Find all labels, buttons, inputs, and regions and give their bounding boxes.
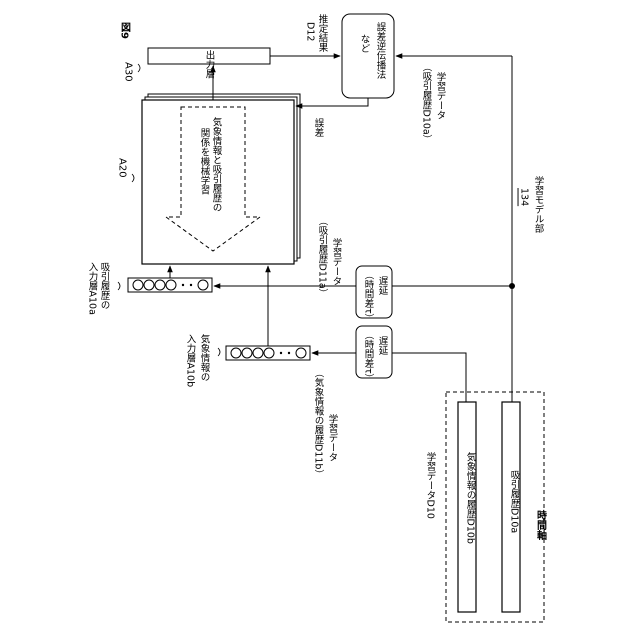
delay-a-line2: （時間差τ） [363,270,375,323]
suction-history-label: 吸引履歴D10a [509,470,521,533]
input-layer-b-line2: 入力層A10b [185,334,197,387]
input-b-node [253,348,263,358]
model-unit-line1: 学習モデル部 [533,175,545,234]
input-a-node [155,280,165,290]
input-b-node [264,348,274,358]
output-layer-ref: A30 [123,62,134,82]
input-layer-b-leader [218,348,220,356]
input-layer-a-line2: 入力層A10a [87,262,99,315]
input-b-node [242,348,252,358]
input-b-ellipsis-dot [288,352,290,354]
network-ref-leader [132,174,134,182]
input-a-node [198,280,208,290]
time-axis-label: 時間軸 [535,509,547,541]
learning-text-line2: 関係を機械学習 [199,128,211,195]
input-layer-a-leader [118,282,120,290]
input-b-node [231,348,241,358]
output-layer-ref-leader [138,64,140,72]
learning-data-d10-label: 学習データD10 [425,451,437,519]
learning-data-a-line1: 学習データ [331,237,343,285]
estimation-line1: 推定結果 [317,13,329,53]
input-a-node [133,280,143,290]
input-b-ellipsis-dot [280,352,282,354]
learning-data-top-line2: （吸引履歴D10a） [421,62,433,144]
learning-data-top-line1: 学習データ [435,71,447,119]
backprop-box [342,14,394,98]
input-a-node [166,280,176,290]
delay-b-line1: 遅延 [377,336,389,356]
error-label: 誤差 [313,117,325,137]
backprop-line1: 誤差逆伝播法 [375,21,387,80]
figure-label: 図9 [119,22,131,39]
learning-data-b-line1: 学習データ [327,413,339,461]
estimation-line2: D12 [305,22,316,41]
weather-history-label: 気象情報の履歴D10b [465,451,477,544]
input-a-ellipsis-dot [182,284,184,286]
input-a-ellipsis-dot [190,284,192,286]
delay-a-line1: 遅延 [377,276,389,296]
backprop-line2: など [359,34,371,53]
input-b-node [296,348,306,358]
learning-data-a-line2: （吸引履歴D11a） [317,216,329,298]
network-ref: A20 [117,158,128,178]
model-unit-line2: 134 [519,188,530,206]
delay-b-line2: （時間差τ） [363,330,375,383]
input-a-node [144,280,154,290]
input-layer-b-line1: 気象情報の [199,333,211,381]
learning-text-line1: 気象情報と吸引履歴の [211,116,223,212]
input-layer-a-line1: 吸引履歴の [99,262,111,310]
error-feedback-arrow [296,98,368,106]
learning-data-b-line2: （気象情報の履歴D11b） [313,368,325,479]
